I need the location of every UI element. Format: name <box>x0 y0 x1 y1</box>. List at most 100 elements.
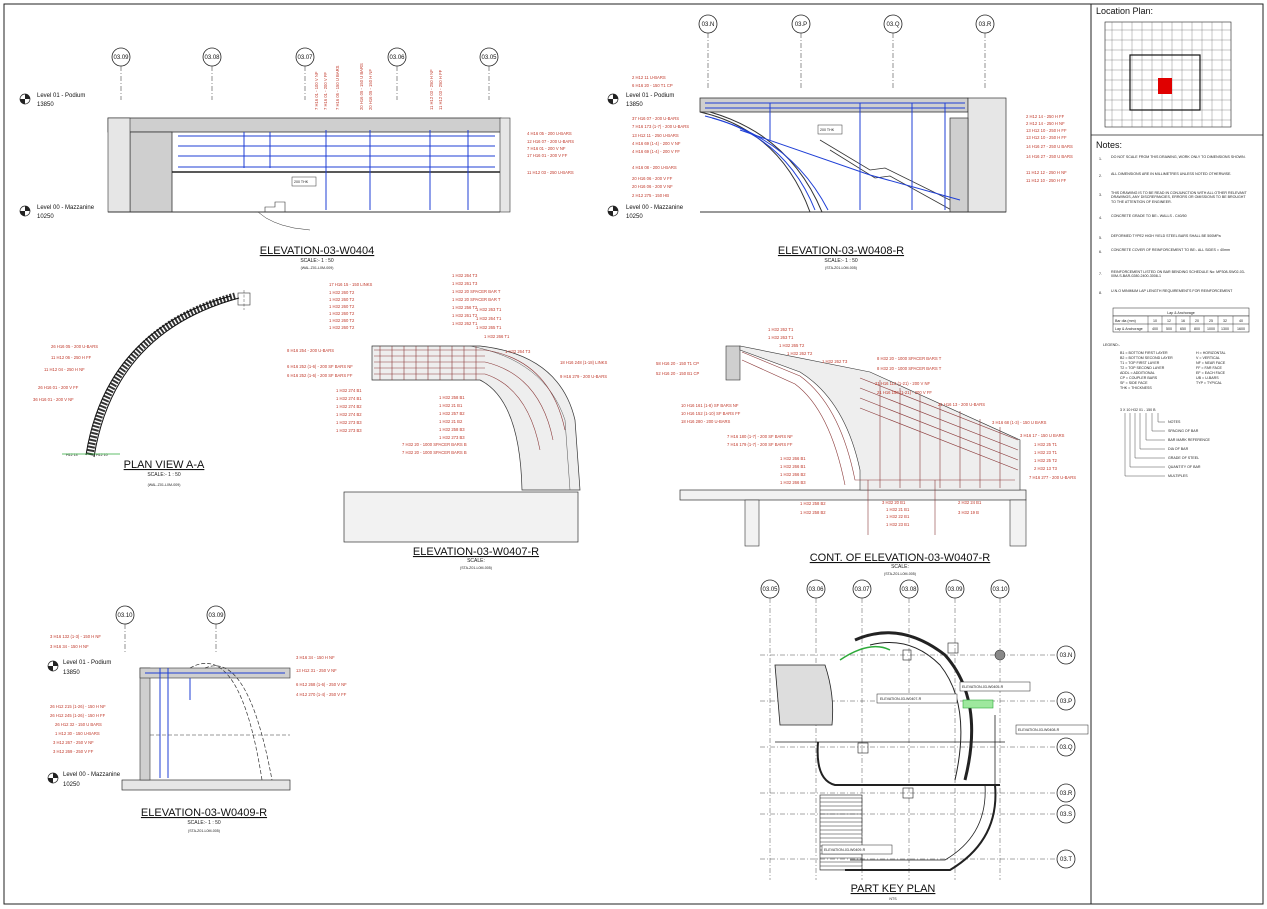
view-elevation-w0408[interactable]: 03.N 03.P 03.Q 03.R Level 01 - Podium 13… <box>607 14 1073 270</box>
rebar-labels-right: 3 H16 68 (1-3) - 150 U BARS 3 H16 17 - 1… <box>992 420 1076 480</box>
highlight-segment <box>962 699 994 709</box>
svg-text:11 H12 06 - 250 H FF: 11 H12 06 - 250 H FF <box>51 355 92 360</box>
svg-text:17 H16 15 - 150 LINKS: 17 H16 15 - 150 LINKS <box>329 282 373 287</box>
view-scale: SCALE:- 1 : 50 <box>187 820 221 826</box>
svg-text:03.07: 03.07 <box>297 55 313 61</box>
svg-text:10250: 10250 <box>63 782 80 788</box>
svg-text:03.N: 03.N <box>702 22 715 28</box>
grid-bubble-03-09: 03.09 <box>206 605 226 652</box>
rebar-labels-right: 3 H16 34 - 150 H NF 13 H12 31 - 250 V NF… <box>296 655 347 697</box>
svg-text:20 H16 06 - 200 V NF: 20 H16 06 - 200 V NF <box>632 184 673 189</box>
notes-title: Notes: <box>1096 140 1122 150</box>
svg-text:8 H32 20 - 1000 SPACER BARS T: 8 H32 20 - 1000 SPACER BARS T <box>877 366 942 371</box>
svg-text:1 H32 21 B2: 1 H32 21 B2 <box>439 419 463 424</box>
svg-text:UB = U-BARS: UB = U-BARS <box>1196 376 1219 380</box>
svg-text:1 H32 273 B3: 1 H32 273 B3 <box>439 435 465 440</box>
svg-text:6 H12 268 (1-6) - 250 V NF: 6 H12 268 (1-6) - 250 V NF <box>296 682 347 687</box>
svg-text:ELEVATION-03-W0407-R: ELEVATION-03-W0407-R <box>880 697 922 701</box>
svg-text:8 H16 254 - 200 U-BARS: 8 H16 254 - 200 U-BARS <box>287 348 334 353</box>
svg-text:26 H12 245 (1-26) - 150 H FF: 26 H12 245 (1-26) - 150 H FF <box>50 713 106 718</box>
svg-text:3 H16 132 (1-3) - 150 H NF: 3 H16 132 (1-3) - 150 H NF <box>50 634 101 639</box>
svg-text:1 H32 23 B1: 1 H32 23 B1 <box>886 522 910 527</box>
grid-bubble-03-r: 03.R <box>760 783 1076 803</box>
svg-text:6 H16 20 - 150 T1 CP: 6 H16 20 - 150 T1 CP <box>632 83 673 88</box>
svg-text:37 H16 07 - 200 U-BARS: 37 H16 07 - 200 U-BARS <box>632 116 679 121</box>
svg-text:1 H32 266 B2: 1 H32 266 B2 <box>780 472 806 477</box>
svg-text:1 H32 23 T1: 1 H32 23 T1 <box>1034 450 1058 455</box>
svg-text:3 H16 34 - 150 H NF: 3 H16 34 - 150 H NF <box>50 644 89 649</box>
bar-callout-key: 3 X 10 H32 01 - 150 B NOTES SPACING OF B… <box>1120 408 1211 478</box>
svg-text:03.S: 03.S <box>1060 812 1072 818</box>
grid-bubbles: 03.N 03.P 03.Q 03.R <box>698 14 995 90</box>
view-cont-elevation-w0407[interactable]: 58 H16 20 - 150 T1 CP 52 H16 20 - 150 B1… <box>656 327 1076 576</box>
rebar-labels-top: 8 H32 20 - 1000 SPACER BARS T 8 H32 20 -… <box>875 356 985 407</box>
view-plan-aa[interactable]: 26 H16 05 - 200 U-BARS 11 H12 06 - 250 H… <box>33 290 251 487</box>
svg-text:13850: 13850 <box>626 102 643 108</box>
grid-bubble-03-09: 03.09 <box>111 47 131 100</box>
svg-text:1 H32 260 T2: 1 H32 260 T2 <box>329 290 355 295</box>
view-ref: (STA-Z01-L0M-005) <box>884 572 916 576</box>
concrete-outline: 200 THK <box>107 117 511 231</box>
view-elevation-w0407[interactable]: 17 H16 15 - 150 LINKS 1 H32 260 T2 1 H32… <box>287 273 607 570</box>
svg-text:03.10: 03.10 <box>117 613 133 619</box>
svg-text:11 H12 10 - 250 H FF: 11 H12 10 - 250 H FF <box>1026 178 1067 183</box>
level-marker-top: Level 01 - Podium 13850 <box>19 93 85 108</box>
svg-text:7 H16 01 - 200 V FF: 7 H16 01 - 200 V FF <box>323 72 328 110</box>
svg-text:7 H16 01 - 200 V NF: 7 H16 01 - 200 V NF <box>527 146 566 151</box>
svg-text:ELEVATION-03-W0409-R: ELEVATION-03-W0409-R <box>824 848 866 852</box>
svg-text:1 H32 260 T2: 1 H32 260 T2 <box>329 297 355 302</box>
svg-text:1 H32 274 B1: 1 H32 274 B1 <box>336 396 362 401</box>
svg-text:Level 00 - Mazzanine: Level 00 - Mazzanine <box>37 205 95 211</box>
svg-text:800: 800 <box>1194 327 1200 331</box>
view-elevation-w0409[interactable]: 03.10 03.09 Level 01 - Podium 13850 Leve… <box>47 605 347 833</box>
svg-text:14 H16 27 - 250 U BARS: 14 H16 27 - 250 U BARS <box>1026 154 1073 159</box>
svg-text:1 H32 262 T1: 1 H32 262 T1 <box>768 327 794 332</box>
svg-text:NF = NEAR FACE: NF = NEAR FACE <box>1196 361 1226 365</box>
grid-bubble-03-06: 03.06 <box>806 579 826 880</box>
svg-text:03.09: 03.09 <box>208 613 224 619</box>
view-ref: (STA-Z01-L0M-005) <box>460 566 492 570</box>
svg-text:7.: 7. <box>1099 272 1102 276</box>
svg-text:3 H16 68 (1-3) - 150 U BARS: 3 H16 68 (1-3) - 150 U BARS <box>992 420 1047 425</box>
svg-text:2.: 2. <box>1099 174 1102 178</box>
svg-text:Level 01 - Podium: Level 01 - Podium <box>37 93 85 99</box>
view-elevation-w0404[interactable]: 03.09 03.08 03.07 03.06 03.05 Level 01 -… <box>19 47 574 270</box>
svg-text:QUANTITY OF BAR: QUANTITY OF BAR <box>1168 465 1201 469</box>
view-title: ELEVATION-03-W0404 <box>260 245 375 257</box>
svg-text:36 H16 01 - 200 V NF: 36 H16 01 - 200 V NF <box>33 397 74 402</box>
svg-text:H12 14: H12 14 <box>66 453 78 457</box>
svg-text:6 H16 252 (1-6) - 200 SF BARS: 6 H16 252 (1-6) - 200 SF BARS FF <box>287 373 353 378</box>
svg-text:11 H12 03 - 250 H FF: 11 H12 03 - 250 H FF <box>438 69 443 110</box>
svg-text:03.05: 03.05 <box>481 55 497 61</box>
grid-bubble-03-08: 03.08 <box>202 47 222 100</box>
svg-text:4 H16 08 - 200 U-BARS: 4 H16 08 - 200 U-BARS <box>632 165 677 170</box>
svg-text:TYP = TYPICAL: TYP = TYPICAL <box>1196 381 1222 385</box>
svg-text:10 H16 152 (1-10) SF BARS FF: 10 H16 152 (1-10) SF BARS FF <box>681 411 741 416</box>
svg-text:11 H12 12 - 250 H NF: 11 H12 12 - 250 H NF <box>1026 170 1067 175</box>
view-scale: SCALE:- 1 : 50 <box>147 472 181 478</box>
level-marker-bottom: Level 00 - Mazzanine 10250 <box>47 772 121 788</box>
location-plan-title: Location Plan: <box>1096 6 1153 16</box>
svg-text:03.06: 03.06 <box>389 55 405 61</box>
svg-text:2 H12 11 U-BARS: 2 H12 11 U-BARS <box>632 75 666 80</box>
svg-text:52 H16 20 - 150 B1 CP: 52 H16 20 - 150 B1 CP <box>656 371 700 376</box>
grid-bubble-03-t: 03.T <box>760 849 1076 869</box>
svg-text:LEGEND:-: LEGEND:- <box>1103 343 1121 347</box>
location-plan <box>1104 21 1232 128</box>
svg-text:18 H16 280 - 200 U-BARS: 18 H16 280 - 200 U-BARS <box>681 419 731 424</box>
view-part-key-plan[interactable]: 03.05 03.06 03.07 03.08 03.09 03.10 03.N… <box>760 579 1089 901</box>
svg-text:1 H32 263 T1: 1 H32 263 T1 <box>476 307 502 312</box>
svg-text:18 H16 248 (1-18) LINKS: 18 H16 248 (1-18) LINKS <box>560 360 607 365</box>
svg-text:1 H32 263 T1: 1 H32 263 T1 <box>768 335 794 340</box>
svg-text:1 H32 266 T1: 1 H32 266 T1 <box>484 334 510 339</box>
svg-text:03.Q: 03.Q <box>886 22 899 28</box>
svg-text:Lap & Anchorage: Lap & Anchorage <box>1167 311 1195 315</box>
svg-text:3 H16 34 - 150 H NF: 3 H16 34 - 150 H NF <box>296 655 335 660</box>
tag-w0405: ELEVATION-03-W0405-R <box>959 681 1031 692</box>
svg-text:200 THK: 200 THK <box>294 180 309 184</box>
svg-text:CP = COUPLER BARS: CP = COUPLER BARS <box>1120 376 1158 380</box>
grid-bubbles-top: 03.05 03.06 03.07 03.08 03.09 03.10 <box>760 579 1010 880</box>
rebar-labels-top: 1 H32 264 T3 1 H32 261 T3 1 H32 20 SPACE… <box>452 273 607 379</box>
svg-text:1 H32 264 T1: 1 H32 264 T1 <box>476 316 502 321</box>
rebar-labels-bottom: 3 H32 20 B1 1 H32 21 B1 1 H32 22 B1 1 H3… <box>882 500 982 527</box>
